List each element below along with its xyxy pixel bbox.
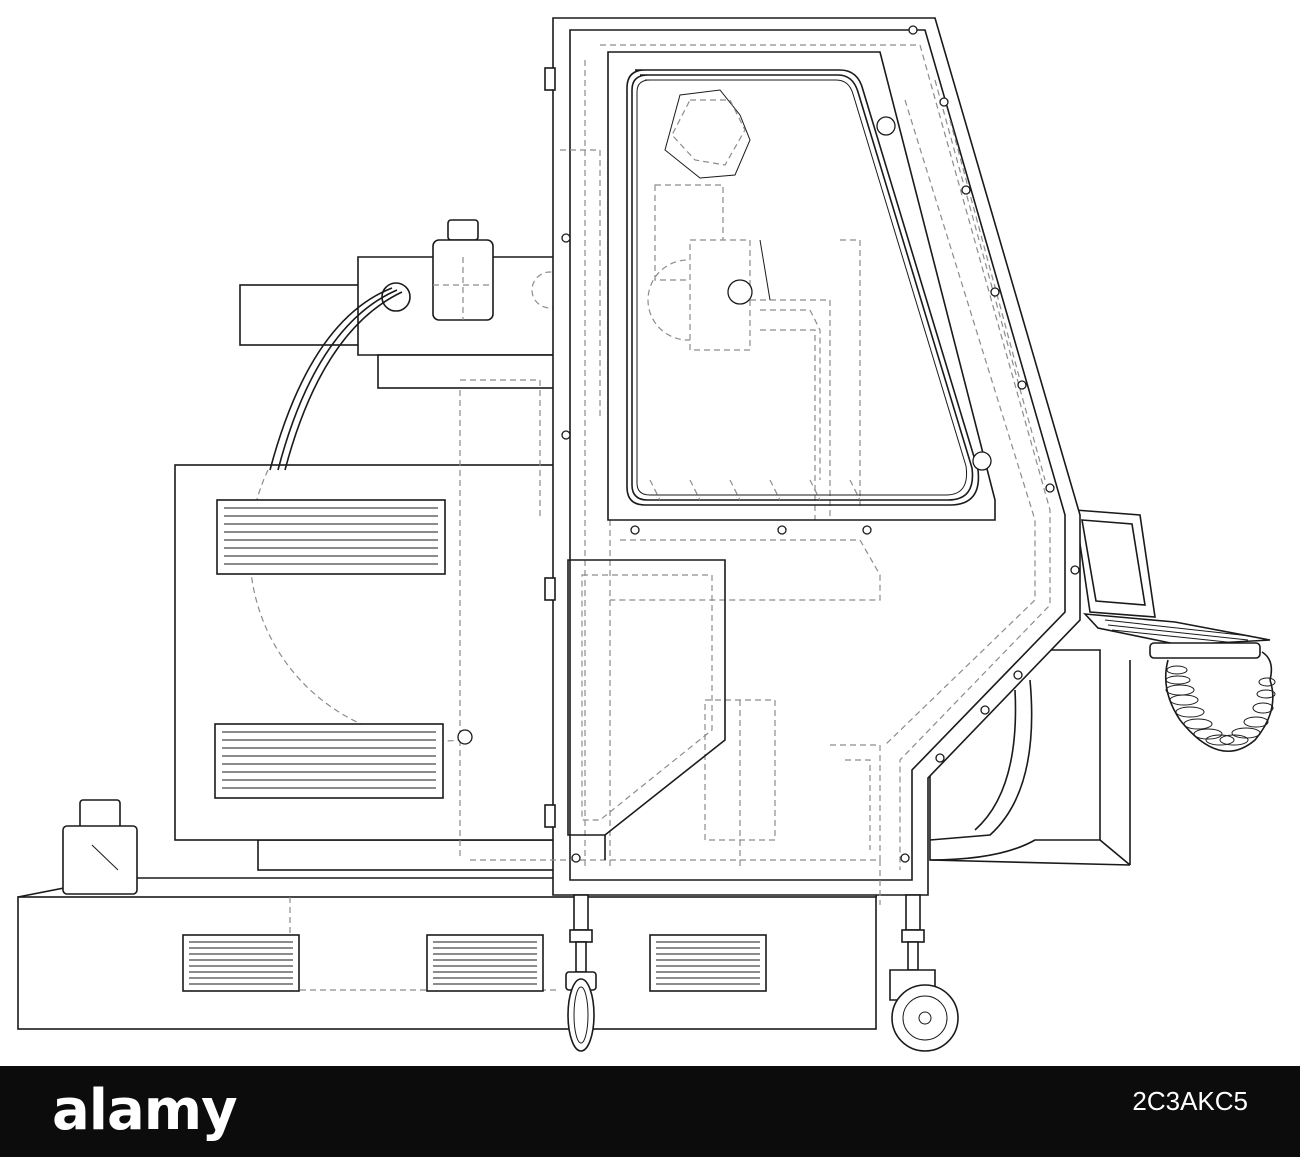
wireframe-drawing bbox=[17, 17, 1276, 1052]
base-vent-middle bbox=[426, 934, 544, 992]
base-vent-right bbox=[649, 934, 767, 992]
spindle-head bbox=[239, 219, 569, 471]
base-vent-left bbox=[182, 934, 300, 992]
enclosure-bolts bbox=[561, 25, 1080, 863]
watermark-footer: alamy 2C3AKC5 bbox=[0, 1066, 1300, 1157]
image-id-label: 2C3AKC5 bbox=[1132, 1086, 1248, 1116]
cabinet-vent-lower bbox=[214, 723, 444, 799]
control-laptop bbox=[1074, 509, 1271, 659]
door-window bbox=[607, 51, 996, 521]
coolant-bottle bbox=[62, 799, 138, 895]
cabinet-vent-upper bbox=[216, 499, 446, 575]
alamy-logo: alamy bbox=[52, 1078, 238, 1143]
caster-wheel-right bbox=[889, 894, 959, 1052]
caster-wheel-left bbox=[565, 894, 597, 1052]
coiled-cable bbox=[1164, 651, 1276, 752]
lower-door-panel bbox=[567, 559, 726, 860]
spindle-tool-assembly bbox=[647, 89, 861, 501]
